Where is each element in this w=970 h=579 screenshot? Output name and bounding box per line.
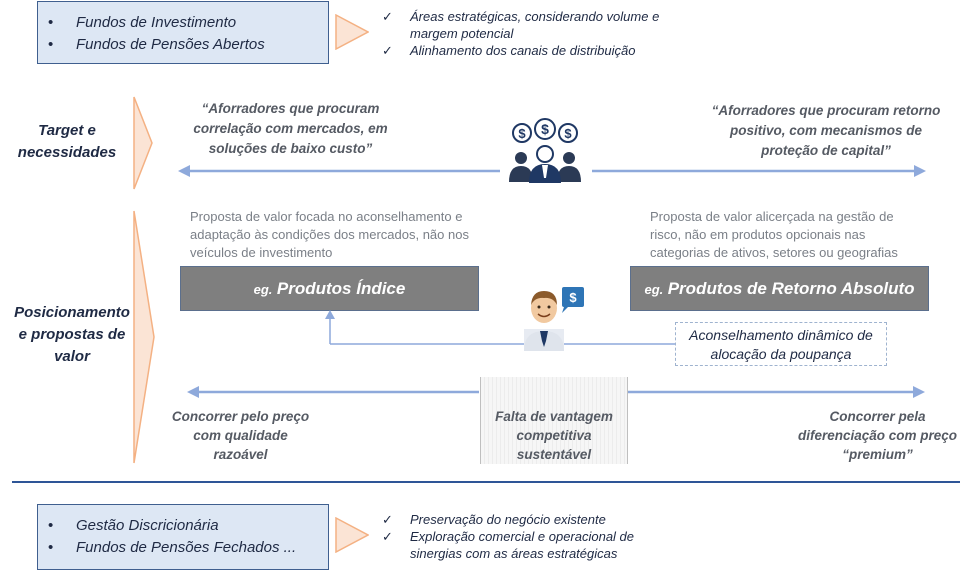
compete-price-label: Concorrer pelo preço com qualidade razoá… <box>171 409 310 462</box>
index-products-label: Produtos Índice <box>276 279 406 298</box>
no-advantage-label: Falta de vantagem competitiva sustentáve… <box>495 409 613 462</box>
target-label: Target e necessidades <box>17 122 117 161</box>
bottom-check-item: Preservação do negócio existente <box>382 511 682 528</box>
eg-prefix: eg. <box>253 282 273 297</box>
customers-group-icon: $ $ $ <box>509 118 581 183</box>
bottom-check-item: Exploração comercial e operacional de si… <box>382 528 682 562</box>
advisor-connector <box>325 310 675 345</box>
dollar-sign-text: $ <box>564 126 572 141</box>
bottom-checklist: Preservação do negócio existente Explora… <box>382 511 682 562</box>
dollar-sign-text: $ <box>518 126 526 141</box>
top-check-item: Áreas estratégicas, considerando volume … <box>382 8 702 42</box>
dollar-sign-text: $ <box>569 290 577 305</box>
chevron-right-icon <box>335 14 369 50</box>
top-segment-item: Fundos de Investimento <box>48 12 265 34</box>
bottom-segment-item: Fundos de Pensões Fechados ... <box>48 537 296 559</box>
bottom-segment-item: Gestão Discricionária <box>48 515 296 537</box>
dynamic-advice-box: Aconselhamento dinâmico de alocação da p… <box>675 322 887 366</box>
target-arrows <box>178 165 926 177</box>
target-chevron-icon <box>133 96 153 190</box>
top-segment-item: Fundos de Pensões Abertos <box>48 34 265 56</box>
compete-differentiation-label: Concorrer pela diferenciação com preço “… <box>797 409 958 462</box>
top-check-item: Alinhamento dos canais de distribuição <box>382 42 702 59</box>
center-hatch-region <box>480 377 628 464</box>
positioning-arrows <box>187 386 925 398</box>
positioning-label: Posicionamento e propostas de valor <box>14 304 130 365</box>
top-checklist: Áreas estratégicas, considerando volume … <box>382 8 702 59</box>
eg-prefix: eg. <box>644 282 664 297</box>
dollar-sign-text: $ <box>541 121 549 137</box>
section-divider <box>12 481 960 483</box>
absolute-return-label: Produtos de Retorno Absoluto <box>667 279 915 298</box>
left-value-note: Proposta de valor focada no aconselhamen… <box>190 209 469 260</box>
positioning-chevron-icon <box>133 210 155 464</box>
bottom-segment-list: Gestão Discricionária Fundos de Pensões … <box>48 515 296 559</box>
dynamic-advice-text: Aconselhamento dinâmico de alocação da p… <box>689 327 873 362</box>
top-segment-box: Fundos de Investimento Fundos de Pensões… <box>37 1 329 64</box>
top-segment-list: Fundos de Investimento Fundos de Pensões… <box>48 12 265 56</box>
bottom-segment-box: Gestão Discricionária Fundos de Pensões … <box>37 504 329 570</box>
target-right-quote: “Aforradores que procuram retorno positi… <box>711 103 941 158</box>
index-products-box: eg. Produtos Índice <box>180 266 479 311</box>
right-value-note: Proposta de valor alicerçada na gestão d… <box>650 209 898 260</box>
advisor-icon: $ <box>524 287 584 351</box>
chevron-right-icon <box>335 517 369 553</box>
absolute-return-box: eg. Produtos de Retorno Absoluto <box>630 266 929 311</box>
target-left-quote: “Aforradores que procuram correlação com… <box>193 101 388 156</box>
